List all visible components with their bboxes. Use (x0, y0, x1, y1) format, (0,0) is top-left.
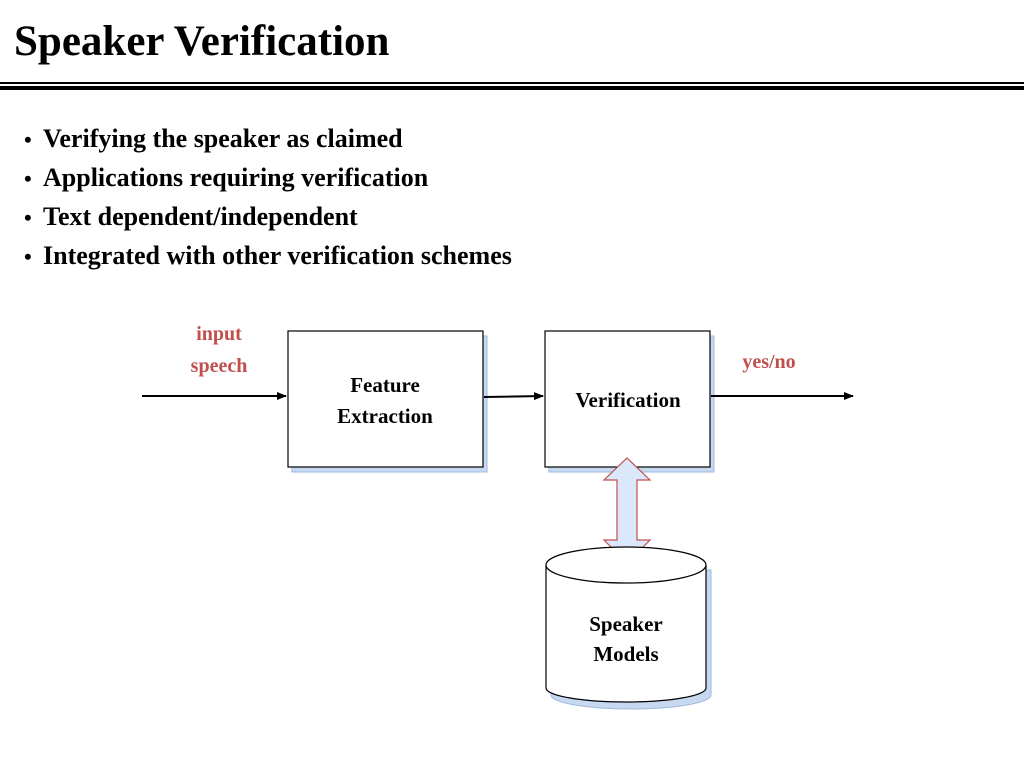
speaker-models-cylinder (545, 546, 707, 703)
input-label-line1: input (196, 323, 242, 345)
bullet-item: • Applications requiring verification (24, 159, 512, 198)
bullet-item: • Verifying the speaker as claimed (24, 120, 512, 159)
output-label: yes/no (742, 351, 795, 373)
bullet-text: Text dependent/independent (43, 202, 358, 231)
connector-arrow (483, 392, 544, 401)
bullet-text: Verifying the speaker as claimed (43, 124, 403, 153)
verification-box-label: Verification (575, 388, 681, 412)
bullet-list: • Verifying the speaker as claimed • Appli… (24, 120, 512, 276)
bullet-text: Integrated with other verification schem… (43, 241, 512, 270)
bullet-dot-icon: • (24, 127, 32, 152)
bullet-dot-icon: • (24, 205, 32, 230)
verification-box (544, 330, 711, 468)
bullet-dot-icon: • (24, 244, 32, 269)
speaker-models-label-line1: Speaker (589, 612, 663, 636)
speaker-models-label-line2: Models (593, 642, 658, 666)
title-divider-thick (0, 86, 1024, 90)
bullet-item: • Integrated with other verification sche… (24, 237, 512, 276)
bullet-item: • Text dependent/independent (24, 198, 512, 237)
bullet-dot-icon: • (24, 166, 32, 191)
bullet-text: Applications requiring verification (43, 163, 429, 192)
title-divider (0, 82, 1024, 84)
feature-box-label-line2: Extraction (337, 404, 433, 428)
input-label-line2: speech (191, 355, 248, 377)
feature-box-label-line1: Feature (350, 373, 420, 397)
feature-extraction-box (287, 330, 484, 468)
slide-title: Speaker Verification (14, 18, 390, 65)
